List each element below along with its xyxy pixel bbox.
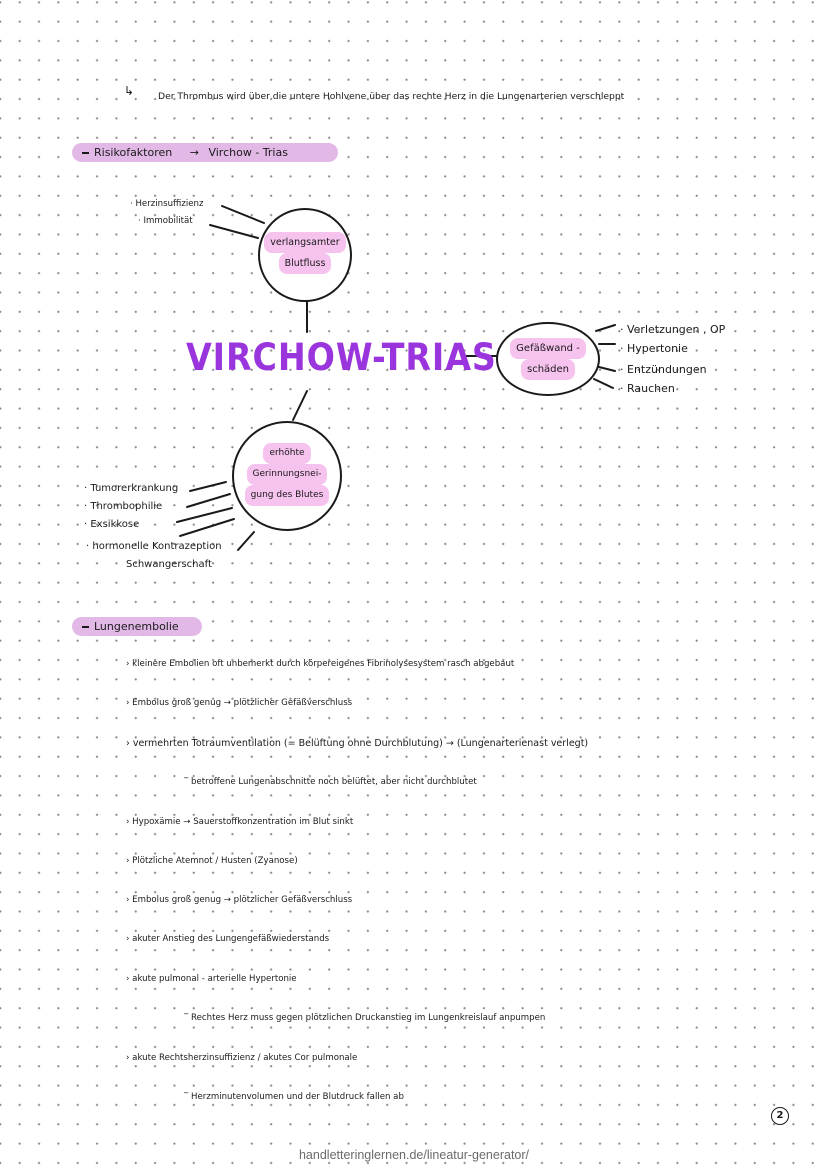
connector-schwangerschaft bbox=[237, 531, 255, 551]
page-number: 2 bbox=[771, 1107, 789, 1125]
bullet-mark: › bbox=[126, 738, 133, 749]
factor-entzuendungen: · Entzündungen bbox=[620, 363, 707, 376]
factor-kontrazeption: · hormonelle Kontrazeption bbox=[86, 541, 222, 552]
node-blood-flow: verlangsamter Blutfluss bbox=[258, 208, 352, 302]
bullet-mark: › bbox=[126, 895, 133, 905]
factor-immobilitaet: · Immobilität bbox=[138, 216, 193, 226]
factor-verletzungen: · Verletzungen , OP bbox=[620, 323, 726, 336]
bullet-mark: › bbox=[126, 856, 133, 866]
point-5: › Plötzliche Atemnot / Husten (Zyanose) bbox=[126, 856, 298, 866]
node-coagulation-line-3: gung des Blutes bbox=[244, 485, 330, 506]
top-note: Der Thrombus wird über die untere Hohlve… bbox=[158, 91, 625, 102]
risk-factors-target: Virchow - Trias bbox=[208, 146, 288, 159]
node-blood-flow-line-2: Blutfluss bbox=[278, 253, 332, 274]
bullet-mark: › bbox=[126, 974, 133, 984]
bullet-mark: › bbox=[126, 1053, 133, 1063]
embolism-header: Lungenembolie bbox=[72, 617, 202, 636]
point-8-sub: ‾ Rechtes Herz muss gegen plötzlichen Dr… bbox=[184, 1013, 546, 1023]
connector-tumor bbox=[189, 481, 227, 492]
bullet-mark: › bbox=[126, 698, 133, 708]
node-vessel-wall: Gefäßwand - schäden bbox=[496, 322, 600, 396]
connector-verletzungen bbox=[595, 324, 616, 332]
factor-rauchen: · Rauchen bbox=[620, 382, 675, 395]
connector-herzinsuffizienz bbox=[221, 205, 265, 224]
footer-url: handletteringlernen.de/lineatur-generato… bbox=[298, 1148, 530, 1162]
connector-rauchen bbox=[593, 378, 614, 389]
node-vessel-wall-line-2: schäden bbox=[520, 359, 575, 380]
bullet-mark: › bbox=[126, 817, 133, 827]
factor-thrombophilie: · Thrombophilie bbox=[84, 501, 163, 512]
factor-exsikkose: · Exsikkose bbox=[84, 519, 140, 530]
point-9-sub: ‾ Herzminutenvolumen und der Blutdruck f… bbox=[184, 1092, 404, 1102]
point-6: › Embolus groß genug → plötzlicher Gefäß… bbox=[126, 895, 353, 905]
connector-thrombophilie bbox=[186, 493, 231, 508]
point-1: › kleinere Embolien oft unbemerkt durch … bbox=[126, 659, 515, 669]
point-8: › akute pulmonal - arterielle Hypertonie bbox=[126, 974, 297, 984]
point-7: › akuter Anstieg des Lungengefäßwiederst… bbox=[126, 934, 330, 944]
connector-entzuendungen bbox=[598, 366, 616, 372]
dash-mark: ‾ bbox=[184, 1013, 192, 1023]
factor-herzinsuffizienz: · Herzinsuffizienz bbox=[130, 199, 204, 209]
dash-mark: ‾ bbox=[184, 1092, 192, 1102]
point-3-sub: ‾ betroffene Lungenabschnitte noch belüf… bbox=[184, 777, 477, 787]
top-note-arrow: ↳ bbox=[124, 84, 135, 98]
connector-kontrazeption bbox=[179, 518, 235, 537]
point-3: › vermehrten Totraumventilation (= Belüf… bbox=[126, 738, 589, 749]
point-4: › Hypoxämie → Sauerstoffkonzentration im… bbox=[126, 817, 354, 827]
diagram-title: VIRCHOW-TRIAS bbox=[186, 336, 497, 379]
node-coagulation: erhöhte Gerinnungsnei- gung des Blutes bbox=[232, 421, 342, 531]
risk-factors-header: Risikofaktoren → Virchow - Trias bbox=[72, 143, 338, 162]
factor-schwangerschaft: Schwangerschaft bbox=[126, 559, 212, 570]
node-coagulation-line-2: Gerinnungsnei- bbox=[246, 464, 328, 485]
connector-immobilitaet bbox=[209, 224, 259, 239]
point-9: › akute Rechtsherzinsuffizienz / akutes … bbox=[126, 1053, 358, 1063]
connector-exsikkose bbox=[176, 507, 233, 523]
connector-title-coag bbox=[292, 390, 308, 421]
bullet-mark: › bbox=[126, 659, 133, 669]
bullet-mark: › bbox=[126, 934, 133, 944]
node-blood-flow-line-1: verlangsamter bbox=[264, 232, 346, 253]
risk-factors-label: Risikofaktoren bbox=[94, 146, 173, 159]
dash-mark: ‾ bbox=[184, 777, 192, 787]
factor-hypertonie: · Hypertonie bbox=[620, 342, 688, 355]
arrow-icon: → bbox=[189, 146, 199, 159]
node-vessel-wall-line-1: Gefäßwand - bbox=[510, 338, 586, 359]
factor-tumor: · Tumorerkrankung bbox=[84, 483, 179, 494]
embolism-label: Lungenembolie bbox=[94, 620, 179, 633]
point-2: › Embolus groß genug → plötzlicher Gefäß… bbox=[126, 698, 353, 708]
node-coagulation-line-1: erhöhte bbox=[263, 443, 311, 464]
